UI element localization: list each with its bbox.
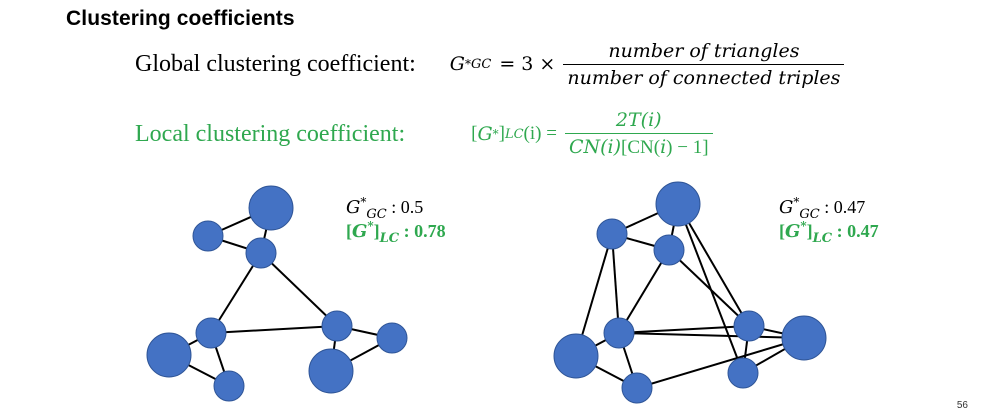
local-lhs-close: ] xyxy=(498,123,505,144)
graph1-gc-symbol: G xyxy=(346,197,361,218)
graph1-node-c xyxy=(245,237,277,269)
graph1-node-i xyxy=(308,348,354,394)
global-lhs-sub: GC xyxy=(470,56,492,72)
graph2-edge-c-g xyxy=(668,249,750,327)
graph2-lc-open: [ xyxy=(779,221,785,241)
graph1-node-f xyxy=(213,370,245,402)
local-lhs-sup: * xyxy=(492,127,499,141)
graph2-local-value: [G*]LC : 0.47 xyxy=(779,219,879,246)
local-coefficient-row: Local clustering coefficient: [G*]LC (i)… xyxy=(135,106,713,162)
graph1-lc-value: : 0.78 xyxy=(399,221,446,241)
graph1-gc-sup: * xyxy=(360,195,367,209)
graph1-node-g xyxy=(321,310,353,342)
graph1-edge-d-g xyxy=(210,325,338,334)
graph1-node-b xyxy=(192,220,224,252)
graph2-gc-symbol: G xyxy=(779,197,794,218)
global-fraction: number of triangles number of connected … xyxy=(563,39,845,89)
graph2-edge-d-h xyxy=(618,332,805,339)
graph2-edge-c-d xyxy=(618,249,670,334)
graph2-lc-close: ] xyxy=(806,221,813,241)
graph2-node-h xyxy=(781,315,827,361)
graph1-lc-sub: LC xyxy=(379,231,400,246)
graph2-edge-b-d xyxy=(611,233,620,334)
graph2-node-d xyxy=(603,317,635,349)
graph1-global-value: G*GC : 0.5 xyxy=(346,195,423,222)
graph2-gc-value: : 0.47 xyxy=(819,197,866,217)
global-lhs-sup: * xyxy=(464,57,471,71)
graph1-gc-value: : 0.5 xyxy=(386,197,424,217)
graph2-lc-value: : 0.47 xyxy=(832,221,879,241)
global-coefficient-row: Global clustering coefficient: G*GC = 3 … xyxy=(135,36,845,92)
graph1-edge-c-g xyxy=(260,252,338,327)
local-lhs-open: [ xyxy=(471,123,478,144)
graph2-network xyxy=(553,181,827,404)
graph2-node-g xyxy=(733,310,765,342)
graph2-lc-symbol: G xyxy=(785,221,801,242)
local-numerator: 2T(i) xyxy=(615,109,662,131)
graph2-node-a xyxy=(655,181,701,227)
local-denominator: CN(i)[CN(i) − 1] xyxy=(564,133,713,159)
graph1-edge-c-d xyxy=(210,252,262,334)
global-equals-part: = 3 × xyxy=(499,53,556,75)
graph1-node-e xyxy=(146,332,192,378)
local-den-part-4: ) − 1] xyxy=(666,137,709,158)
local-lhs-arg: (i) = xyxy=(523,123,557,144)
global-denominator: number of connected triples xyxy=(563,63,845,89)
graph1-lc-close: ] xyxy=(373,221,380,241)
graph1-node-d xyxy=(195,317,227,349)
graph1-network xyxy=(146,185,408,402)
graph2-lc-sup: * xyxy=(800,219,807,233)
graph1-node-h xyxy=(376,322,408,354)
graph1-gc-sub: GC xyxy=(366,207,387,222)
graph2-edge-a-g xyxy=(677,203,750,327)
local-fraction: 2T(i) CN(i)[CN(i) − 1] xyxy=(564,109,713,159)
global-numerator: number of triangles xyxy=(608,39,800,62)
graph2-node-c xyxy=(653,234,685,266)
graph2-edge-f-h xyxy=(636,337,805,389)
graph1-lc-open: [ xyxy=(346,221,352,241)
graph2-gc-sub: GC xyxy=(799,207,820,222)
graph2-global-value: G*GC : 0.47 xyxy=(779,195,865,222)
local-lhs-symbol: G xyxy=(477,123,493,145)
graph2-node-f xyxy=(621,372,653,404)
global-coefficient-label: Global clustering coefficient: xyxy=(135,50,416,77)
graph2-node-e xyxy=(553,333,599,379)
graph2-edge-d-g xyxy=(618,325,750,334)
local-den-part-3: i xyxy=(660,136,667,158)
local-coefficient-label: Local clustering coefficient: xyxy=(135,120,406,147)
graph2-node-i xyxy=(727,357,759,389)
slide-title: Clustering coefficients xyxy=(66,7,295,30)
page-number: 56 xyxy=(956,400,968,411)
graph1-lc-sup: * xyxy=(367,219,374,233)
global-lhs-symbol: G xyxy=(449,53,465,75)
graph1-lc-symbol: G xyxy=(352,221,368,242)
local-den-part-1: CN(i) xyxy=(568,136,622,158)
graph2-lc-sub: LC xyxy=(812,231,833,246)
graph1-local-value: [G*]LC : 0.78 xyxy=(346,219,446,246)
graph1-node-a xyxy=(248,185,294,231)
local-den-part-2: [CN( xyxy=(621,137,661,158)
graph2-gc-sup: * xyxy=(793,195,800,209)
graph2-node-b xyxy=(596,218,628,250)
local-lhs-sub: LC xyxy=(504,126,524,142)
